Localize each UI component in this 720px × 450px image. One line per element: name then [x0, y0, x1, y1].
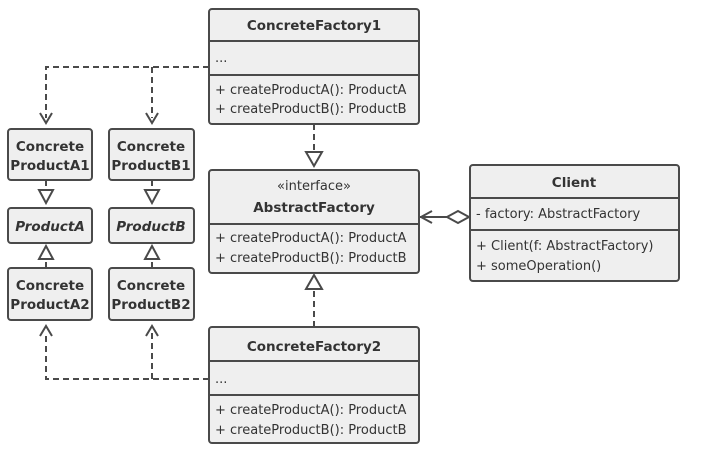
class-name-line: ProductA2 — [10, 297, 89, 313]
open-arrow-head — [39, 324, 53, 337]
class-name-line: Concrete — [117, 139, 185, 155]
method: + createProductB(): ProductB — [215, 251, 407, 266]
field-placeholder: ... — [215, 372, 227, 387]
hollow-triangle-head — [143, 243, 161, 260]
class-name-line: Concrete — [16, 278, 84, 294]
class-name: ProductA — [15, 219, 85, 235]
class-name-line: ProductB1 — [111, 158, 190, 174]
dependency-cf1-to-product-a1 — [45, 66, 209, 118]
class-name: ConcreteFactory1 — [247, 18, 381, 34]
field-placeholder: ... — [215, 51, 227, 66]
hollow-triangle-head — [143, 189, 161, 206]
method: + createProductB(): ProductB — [215, 102, 407, 117]
interface-product-a: ProductA — [7, 207, 93, 244]
class-concrete-factory-1: ConcreteFactory1 ... + createProductA():… — [208, 8, 420, 125]
method: + someOperation() — [476, 259, 601, 274]
class-box — [208, 326, 420, 444]
class-name-line: ProductB2 — [111, 297, 190, 313]
method: + createProductA(): ProductA — [215, 83, 407, 98]
class-concrete-product-a1: Concrete ProductA1 — [7, 128, 93, 181]
open-arrow-head — [39, 112, 53, 125]
method: + createProductA(): ProductA — [215, 403, 407, 418]
interface-product-b: ProductB — [108, 207, 195, 244]
class-name: ProductB — [116, 219, 185, 235]
class-box — [108, 207, 195, 244]
class-name-line: Concrete — [16, 139, 84, 155]
class-name-line: Concrete — [117, 278, 185, 294]
class-box — [7, 207, 93, 244]
class-box — [7, 128, 93, 181]
dependency-cf2-to-product-a2 — [45, 332, 209, 380]
open-arrow-head — [145, 324, 159, 337]
interface-abstract-factory: «interface» AbstractFactory + createProd… — [208, 169, 420, 274]
class-concrete-factory-2: ConcreteFactory2 ... + createProductA():… — [208, 326, 420, 444]
class-box — [108, 267, 195, 321]
hollow-triangle-head — [37, 189, 55, 206]
class-concrete-product-b2: Concrete ProductB2 — [108, 267, 195, 321]
method: + Client(f: AbstractFactory) — [476, 239, 654, 254]
class-box — [108, 128, 195, 181]
class-box — [208, 169, 420, 274]
class-name: Client — [552, 175, 597, 191]
class-box — [208, 8, 420, 125]
aggregation-diamond — [444, 209, 472, 225]
class-client: Client - factory: AbstractFactory + Clie… — [469, 164, 680, 282]
class-name: ConcreteFactory2 — [247, 339, 381, 355]
open-arrow-head — [145, 112, 159, 125]
open-arrow-head — [418, 210, 433, 224]
method: + createProductB(): ProductB — [215, 423, 407, 438]
class-box — [469, 164, 680, 282]
method: + createProductA(): ProductA — [215, 231, 407, 246]
class-name: AbstractFactory — [253, 200, 375, 216]
class-concrete-product-b1: Concrete ProductB1 — [108, 128, 195, 181]
connectors — [37, 66, 472, 380]
hollow-triangle-head — [304, 272, 324, 290]
class-box — [7, 267, 93, 321]
class-name-line: ProductA1 — [10, 158, 89, 174]
field: - factory: AbstractFactory — [476, 207, 641, 222]
stereotype: «interface» — [277, 179, 351, 194]
hollow-triangle-head — [37, 243, 55, 260]
class-concrete-product-a2: Concrete ProductA2 — [7, 267, 93, 321]
hollow-triangle-head — [304, 151, 324, 169]
